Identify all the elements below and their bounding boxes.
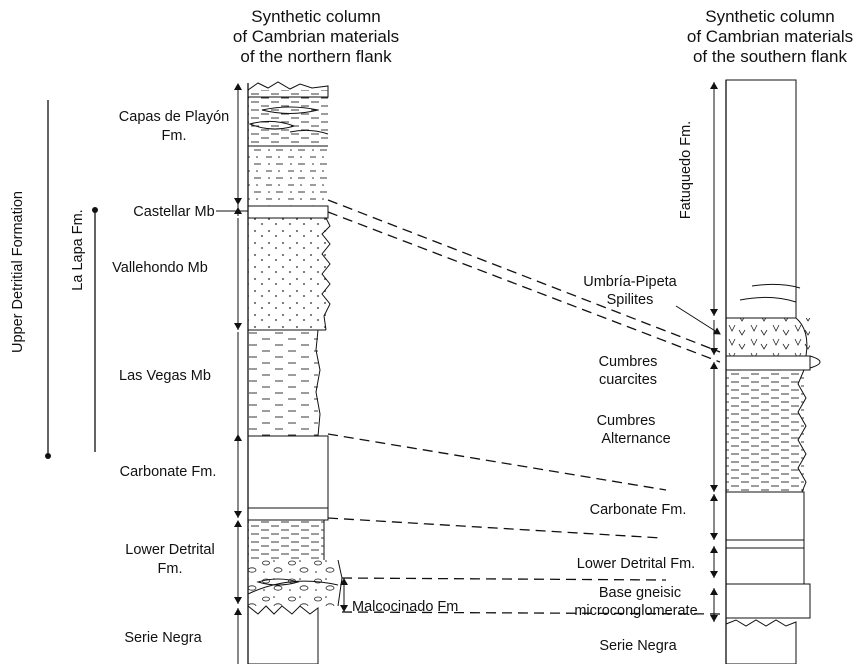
- svg-text:of the northern flank: of the northern flank: [240, 47, 392, 66]
- svg-text:Alternance: Alternance: [601, 431, 670, 447]
- south-stratigraphic-column: [726, 80, 820, 664]
- label-cumbres-cuarcites: Cumbres: [599, 354, 658, 370]
- label-las-vegas: Las Vegas Mb: [119, 368, 211, 384]
- label-north-serie-negra: Serie Negra: [124, 630, 202, 646]
- upper-detritial-formation-bracket: Upper Detritial Formation: [10, 100, 51, 459]
- north-serie-negra-layer: [248, 606, 318, 664]
- label-fatuquedo: Fatuquedo Fm.: [678, 121, 694, 219]
- svg-text:microconglomerate: microconglomerate: [574, 603, 697, 619]
- svg-text:Upper Detritial Formation: Upper Detritial Formation: [10, 191, 26, 353]
- label-base-gneisic: Base gneisic: [599, 585, 681, 601]
- north-castellar-layer: [248, 206, 328, 218]
- north-unit-range-arrows: [234, 83, 242, 664]
- label-capas-de-playon: Capas de Playón: [119, 109, 229, 125]
- north-las-vegas-layer: [248, 330, 318, 436]
- svg-text:Fm.: Fm.: [162, 128, 187, 144]
- north-column-title: Synthetic column of Cambrian materials o…: [233, 7, 399, 66]
- svg-text:Synthetic column: Synthetic column: [705, 7, 834, 26]
- south-serie-negra-layer: [726, 620, 796, 664]
- north-lower-detrital-layer: [248, 520, 324, 560]
- svg-text:of the southern flank: of the southern flank: [693, 47, 848, 66]
- label-south-serie-negra: Serie Negra: [599, 638, 677, 654]
- north-vallehondo-layer: [248, 218, 326, 330]
- svg-text:of Cambrian materials: of Cambrian materials: [687, 27, 853, 46]
- svg-text:Spilites: Spilites: [607, 292, 654, 308]
- label-cumbres-alternance: Cumbres: [597, 413, 656, 429]
- svg-text:Synthetic column: Synthetic column: [251, 7, 380, 26]
- north-capas-de-playon-layer: [248, 90, 328, 146]
- north-carbonate-layer: [248, 436, 328, 508]
- svg-text:Fm.: Fm.: [158, 561, 183, 577]
- north-stratigraphic-column: [248, 82, 342, 664]
- svg-text:La Lapa Fm.: La Lapa Fm.: [70, 209, 86, 290]
- label-south-carbonate: Carbonate Fm.: [590, 502, 687, 518]
- label-south-lower-detrital: Lower Detrital Fm.: [577, 556, 695, 572]
- svg-text:cuarcites: cuarcites: [599, 372, 657, 388]
- label-umbria-pipeta: Umbría-Pipeta: [583, 274, 677, 290]
- south-carbonate-layer: [726, 492, 804, 540]
- south-umbria-pipeta-layer: [726, 318, 810, 356]
- correlation-lines: [328, 200, 722, 614]
- south-unit-labels: Fatuquedo Fm. Umbría-Pipeta Spilites Cum…: [574, 121, 697, 654]
- malcocinado-range-arrow: [340, 578, 348, 612]
- south-cumbres-alternance-layer: [726, 370, 804, 492]
- label-vallehondo: Vallehondo Mb: [112, 260, 208, 276]
- south-column-title: Synthetic column of Cambrian materials o…: [687, 7, 853, 66]
- label-castellar: Castellar Mb: [133, 204, 214, 220]
- south-fatuquedo-layer: [726, 80, 796, 318]
- label-north-lower-detrital: Lower Detrital: [125, 542, 214, 558]
- south-cumbres-cuarcites-layer: [726, 356, 810, 370]
- svg-text:of Cambrian materials: of Cambrian materials: [233, 27, 399, 46]
- label-north-carbonate: Carbonate Fm.: [120, 464, 217, 480]
- correlation-detrital-base: [342, 578, 666, 580]
- south-lower-detrital-layer: [726, 548, 804, 584]
- la-lapa-bracket: La Lapa Fm.: [70, 207, 98, 452]
- south-base-conglomerate-layer: [726, 584, 810, 618]
- south-unit-range-arrows: [710, 82, 718, 622]
- correlation-carbonate-base: [328, 518, 662, 538]
